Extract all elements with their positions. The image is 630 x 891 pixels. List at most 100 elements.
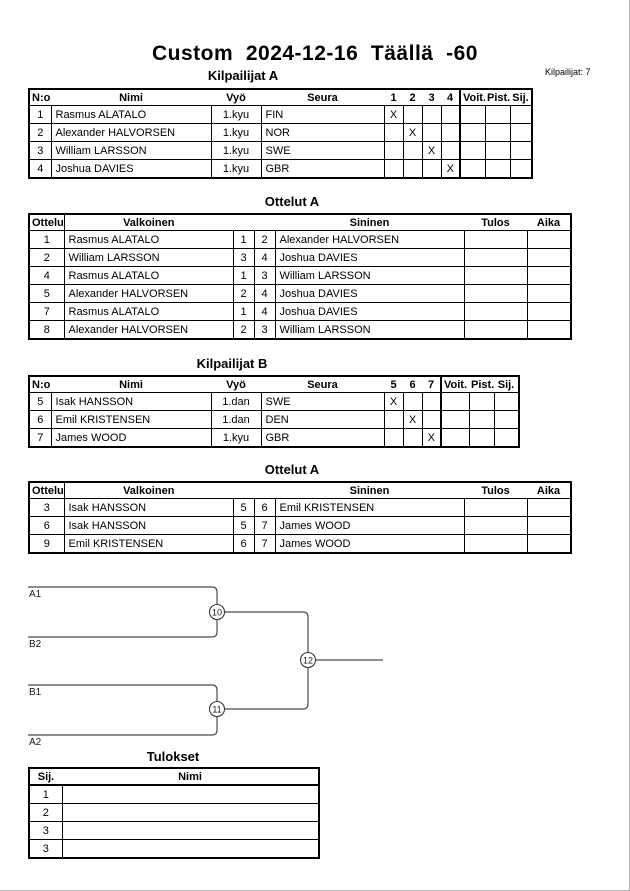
- bracket-line: [28, 709, 218, 736]
- column-header: 3: [422, 89, 441, 106]
- bracket-line: [28, 586, 218, 612]
- table-cell: 4: [253, 302, 276, 321]
- table-cell: 3: [28, 821, 63, 840]
- table-cell: GBR: [260, 428, 385, 448]
- table-cell: [459, 159, 486, 179]
- table-cell: X: [421, 141, 442, 160]
- table-cell: 1.kyu: [210, 141, 262, 160]
- table-cell: [402, 392, 423, 411]
- table-cell: [61, 803, 320, 822]
- table-cell: Alexander HALVORSEN: [63, 284, 234, 303]
- table-cell: 2: [253, 230, 276, 249]
- column-header: 6: [403, 376, 422, 393]
- table-cell: [421, 105, 442, 124]
- table-cell: 3: [28, 141, 52, 160]
- table-cell: [493, 392, 520, 411]
- table-cell: 3: [253, 266, 276, 285]
- column-header: Sij.: [494, 376, 519, 393]
- table-cell: Isak HANSSON: [63, 516, 234, 535]
- table-cell: 2: [28, 248, 65, 267]
- column-header: Ottelu: [29, 482, 65, 499]
- column-header: Sininen: [275, 482, 464, 499]
- table-cell: 5: [28, 392, 52, 411]
- table-cell: Rasmus ALATALO: [63, 266, 234, 285]
- table-cell: 7: [253, 534, 276, 554]
- column-header: Aika: [527, 214, 571, 231]
- table-cell: [383, 159, 404, 179]
- table-cell: Alexander HALVORSEN: [274, 230, 465, 249]
- table-cell: William LARSSON: [63, 248, 234, 267]
- table-cell: William LARSSON: [274, 320, 465, 340]
- table-cell: FIN: [260, 105, 385, 124]
- table-cell: Rasmus ALATALO: [63, 302, 234, 321]
- table-cell: [526, 248, 572, 267]
- table-cell: [421, 159, 442, 179]
- table-cell: [463, 498, 528, 517]
- table-cell: [61, 784, 320, 804]
- bracket-line: [28, 684, 218, 709]
- table-cell: [463, 266, 528, 285]
- table-cell: 4: [253, 284, 276, 303]
- table-cell: Emil KRISTENSEN: [50, 410, 212, 429]
- table-cell: 3: [253, 320, 276, 340]
- table-cell: Joshua DAVIES: [50, 159, 212, 179]
- table-cell: 2: [232, 284, 255, 303]
- table-row: 3: [28, 821, 320, 840]
- table-cell: Alexander HALVORSEN: [50, 123, 212, 142]
- section-title-kilpailijat-a: Kilpailijat A: [207, 68, 279, 83]
- table-cell: James WOOD: [274, 534, 465, 554]
- column-header: Sij.: [29, 768, 62, 786]
- table-cell: Alexander HALVORSEN: [63, 320, 234, 340]
- table-cell: [526, 284, 572, 303]
- table-cell: [459, 141, 486, 160]
- section-title-ottelut-a1: Ottelut A: [264, 194, 320, 209]
- bracket-node-label: 10: [212, 608, 222, 618]
- table-cell: 4: [28, 159, 52, 179]
- table-cell: 5: [232, 516, 255, 535]
- column-header: Vyö: [211, 89, 261, 106]
- table-cell: [493, 410, 520, 429]
- table-cell: Rasmus ALATALO: [50, 105, 212, 124]
- table-cell: 2: [28, 123, 52, 142]
- table-cell: 6: [232, 534, 255, 554]
- column-header: Sininen: [275, 214, 464, 231]
- table-cell: SWE: [260, 392, 385, 411]
- table-cell: Isak HANSSON: [50, 392, 212, 411]
- table-cell: 1.kyu: [210, 159, 262, 179]
- table-cell: [440, 392, 470, 411]
- table-cell: 1: [28, 784, 63, 804]
- bracket-line: [217, 660, 309, 710]
- table-cell: 3: [28, 498, 65, 517]
- table-cell: 6: [28, 410, 52, 429]
- table-cell: [459, 105, 486, 124]
- table-cell: [493, 428, 520, 448]
- table-cell: 7: [28, 302, 65, 321]
- table-cell: 1.kyu: [210, 123, 262, 142]
- page-title: Custom 2024-12-16 Täällä -60: [152, 42, 478, 65]
- table-cell: X: [421, 428, 442, 448]
- column-header: Voit.: [440, 376, 469, 393]
- table-cell: [509, 123, 533, 142]
- column-header: 7: [422, 376, 441, 393]
- table-cell: 1: [232, 230, 255, 249]
- table-cell: William LARSSON: [274, 266, 465, 285]
- table-cell: [383, 123, 404, 142]
- table-cell: 8: [28, 320, 65, 340]
- column-header: Seura: [261, 89, 384, 106]
- table-cell: SWE: [260, 141, 385, 160]
- column-header: Valkoinen: [64, 482, 233, 499]
- table-cell: 1.kyu: [210, 105, 262, 124]
- table-cell: 5: [232, 498, 255, 517]
- table-cell: [526, 320, 572, 340]
- table-cell: [440, 123, 461, 142]
- table-cell: 1: [232, 302, 255, 321]
- competitors-count: Kilpailijat: 7: [545, 67, 591, 77]
